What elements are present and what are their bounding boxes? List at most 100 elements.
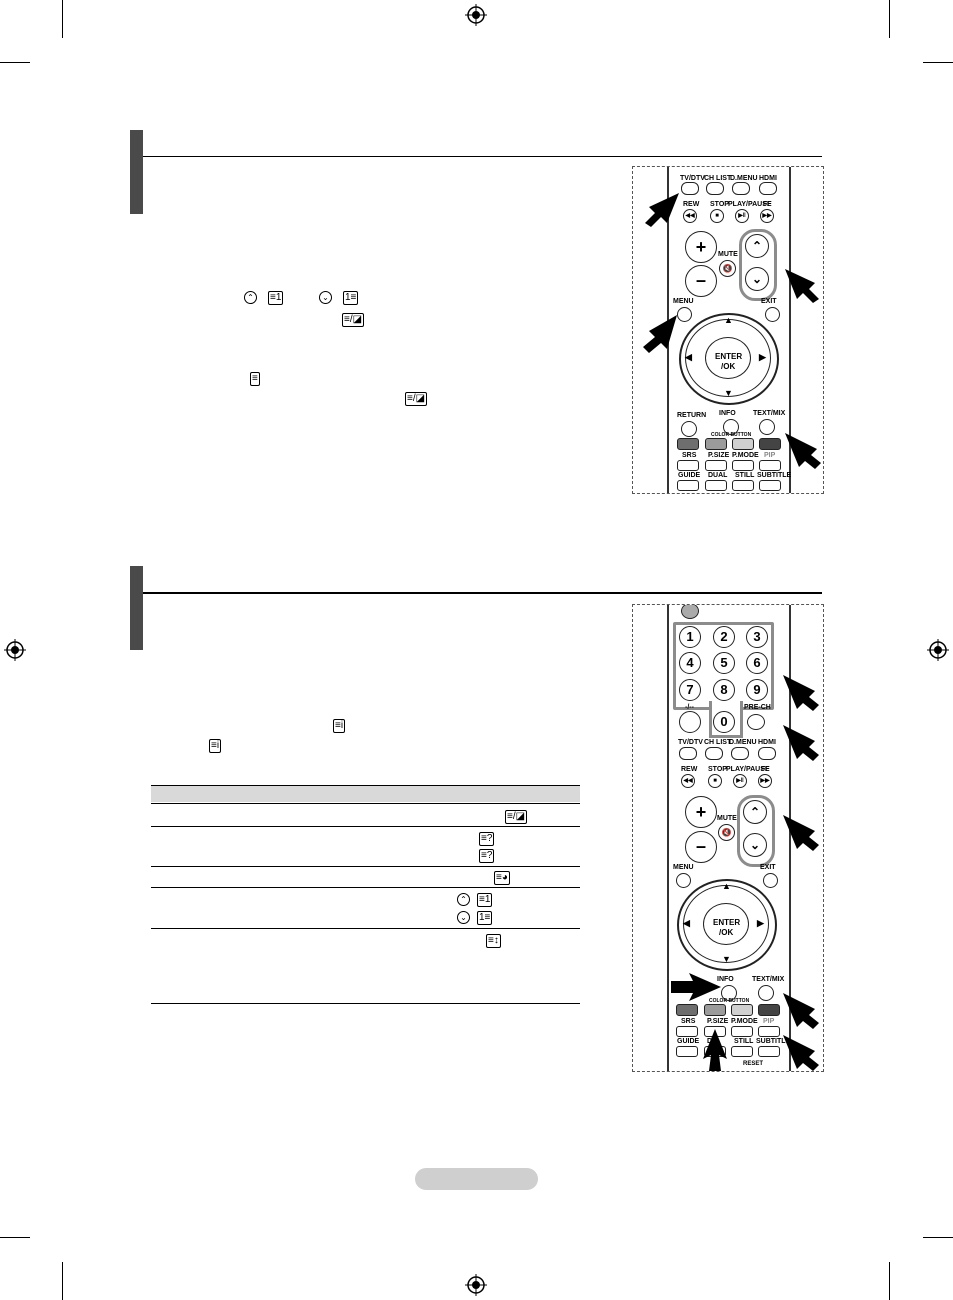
rew-button[interactable]: ◀◀ [683, 209, 697, 223]
digit-0-button[interactable]: 0 [713, 711, 735, 733]
nav-left-arrow-icon[interactable]: ◀ [685, 352, 692, 362]
stop-button[interactable]: ■ [710, 209, 724, 223]
nav-right-arrow-icon[interactable]: ▶ [757, 918, 764, 928]
playpause-button[interactable]: ▶‖ [733, 774, 747, 788]
exit-button[interactable] [765, 307, 780, 322]
chlist-button[interactable] [706, 182, 724, 195]
green-button[interactable] [704, 1004, 726, 1016]
channel-down-button[interactable]: ⌄ [743, 833, 767, 857]
crop-mark [923, 62, 953, 63]
pip-label: PIP [763, 1018, 775, 1025]
teletext-index-icon: ≡i [209, 739, 222, 753]
nav-up-arrow-icon[interactable]: ▲ [722, 881, 731, 891]
volume-up-button[interactable]: + [685, 796, 717, 828]
info-button[interactable] [721, 985, 737, 1001]
nav-up-arrow-icon[interactable]: ▲ [724, 315, 733, 325]
blue-button[interactable] [759, 438, 781, 450]
ff-button[interactable]: ▶▶ [760, 209, 774, 223]
dmenu-button[interactable] [731, 747, 749, 760]
digit-1-button[interactable]: 1 [679, 626, 701, 648]
section-header-rule [143, 156, 822, 157]
digit-3-button[interactable]: 3 [746, 626, 768, 648]
enter-label: ENTER [715, 352, 743, 361]
green-button[interactable] [705, 438, 727, 450]
pointer-arrow-icon [643, 315, 677, 353]
red-button[interactable] [677, 438, 699, 450]
dmenu-button[interactable] [732, 182, 750, 195]
dual-button[interactable] [705, 480, 727, 491]
red-button[interactable] [676, 1004, 698, 1016]
srs-button[interactable] [677, 460, 699, 471]
pmode-button[interactable] [732, 460, 754, 471]
psize-button[interactable] [705, 460, 727, 471]
textmix-button[interactable] [758, 985, 774, 1001]
table-rule [151, 826, 580, 827]
prech-button[interactable] [747, 714, 765, 730]
ff-label: FF [763, 201, 772, 208]
yellow-button[interactable] [731, 1004, 753, 1016]
playpause-button[interactable]: ▶‖ [735, 209, 749, 223]
volume-up-button[interactable]: + [685, 231, 717, 263]
volume-down-button[interactable]: – [685, 265, 717, 297]
info-button[interactable] [723, 419, 739, 435]
hdmi-button[interactable] [758, 747, 776, 760]
channel-down-button[interactable]: ⌄ [745, 267, 769, 291]
mute-button[interactable]: 🔇 [719, 260, 736, 277]
nav-left-arrow-icon[interactable]: ◀ [683, 918, 690, 928]
playpause-label: PLAY/PAUSE [728, 201, 772, 208]
channel-up-button[interactable]: ⌃ [743, 800, 767, 824]
dash-button[interactable] [679, 711, 701, 733]
blue-button[interactable] [758, 1004, 780, 1016]
reveal-icon: ≡? [479, 849, 495, 863]
channel-up-button[interactable]: ⌃ [745, 234, 769, 258]
still-label: STILL [735, 472, 755, 479]
remote-illustration-bottom: 1 2 3 4 5 6 7 8 9 -/-- 0 PRE-CH TV/DTV C… [632, 604, 824, 1072]
tvdtv-button[interactable] [679, 747, 697, 760]
pointer-arrow-icon [783, 675, 819, 711]
pip-button[interactable] [759, 460, 781, 471]
menu-button[interactable] [676, 873, 691, 888]
pmode-button[interactable] [731, 1026, 753, 1037]
digit-6-button[interactable]: 6 [746, 652, 768, 674]
yellow-button[interactable] [732, 438, 754, 450]
srs-button[interactable] [676, 1026, 698, 1037]
digit-8-button[interactable]: 8 [713, 679, 735, 701]
textmix-button[interactable] [759, 419, 775, 435]
hdmi-button[interactable] [759, 182, 777, 195]
enter-ok-button[interactable] [703, 903, 749, 945]
ff-button[interactable]: ▶▶ [758, 774, 772, 788]
return-button[interactable] [681, 421, 697, 437]
menu-button[interactable] [677, 307, 692, 322]
exit-button[interactable] [763, 873, 778, 888]
volume-down-button[interactable]: – [685, 831, 717, 863]
digit-2-button[interactable]: 2 [713, 626, 735, 648]
registration-mark-icon [465, 4, 487, 26]
digit-7-button[interactable]: 7 [679, 679, 701, 701]
guide-button[interactable] [676, 1046, 698, 1057]
still-button[interactable] [732, 480, 754, 491]
teletext-mix-icon: ≡/◪ [505, 810, 528, 824]
subtitle-button[interactable] [758, 1046, 780, 1057]
chlist-button[interactable] [705, 747, 723, 760]
digit-4-button[interactable]: 4 [679, 652, 701, 674]
rew-button[interactable]: ◀◀ [681, 774, 695, 788]
crop-mark [62, 1262, 63, 1300]
rew-label: REW [681, 766, 698, 773]
power-button[interactable] [681, 605, 699, 619]
digit-9-button[interactable]: 9 [746, 679, 768, 701]
nav-right-arrow-icon[interactable]: ▶ [759, 352, 766, 362]
subtitle-button[interactable] [759, 480, 781, 491]
guide-button[interactable] [677, 480, 699, 491]
still-button[interactable] [731, 1046, 753, 1057]
guide-label: GUIDE [678, 472, 701, 479]
digit-5-button[interactable]: 5 [713, 652, 735, 674]
teletext-mode-icon: ≡ [250, 372, 260, 386]
tvdtv-button[interactable] [681, 182, 699, 195]
mute-button[interactable]: 🔇 [718, 824, 735, 841]
enter-ok-button[interactable] [705, 337, 751, 379]
stop-button[interactable]: ■ [708, 774, 722, 788]
nav-down-arrow-icon[interactable]: ▼ [724, 388, 733, 398]
pip-button[interactable] [758, 1026, 780, 1037]
page-number-pill [415, 1168, 538, 1190]
nav-down-arrow-icon[interactable]: ▼ [722, 954, 731, 964]
